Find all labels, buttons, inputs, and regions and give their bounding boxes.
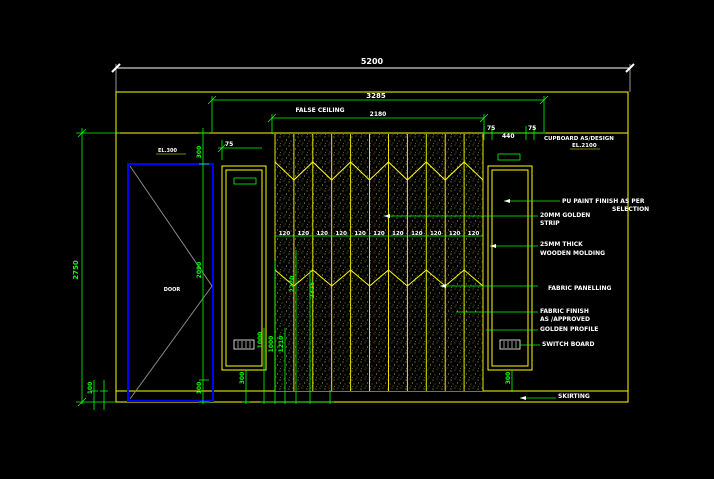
door: DOOR [127, 163, 214, 402]
ceiling-span-label: 3285 [366, 92, 386, 100]
overall-width-dimension: 5200 [111, 57, 635, 92]
module-label: 120 [411, 231, 423, 237]
right-gap-b-label: 75 [528, 125, 536, 132]
fabric-panelling [275, 134, 483, 391]
annotation-golden-profile: GOLDEN PROFILE [540, 326, 598, 333]
switch-height-b-label: 1000 [268, 336, 275, 353]
left-cupboard-base-label: 300 [239, 372, 246, 385]
right-top-dimensions [483, 126, 546, 140]
left-level-label: EL.300 [158, 148, 177, 154]
right-cupboard-base-label: 300 [505, 372, 512, 385]
annotation-fabric-panelling: FABRIC PANELLING [548, 285, 611, 292]
cupboard-ref-label: CUPBOARD AS/DESIGN [544, 136, 614, 142]
overall-width-label: 5200 [361, 57, 384, 66]
door-height-label: 2090 [196, 262, 203, 279]
annotation-fabric-finish-2: AS /APPROVED [540, 316, 590, 323]
door-head-label: 300 [196, 146, 203, 159]
module-label: 120 [279, 231, 291, 237]
module-label: 120 [354, 231, 366, 237]
right-switch-board-icon [499, 339, 521, 350]
skirting-height-label: 100 [87, 382, 94, 395]
annotation-golden-strip-2: STRIP [540, 220, 560, 227]
door-dimensions [199, 128, 209, 404]
annotation-pu-paint: PU PAINT FINISH AS PER [562, 198, 645, 205]
annotation-switch-board: SWITCH BOARD [542, 341, 595, 348]
panel-upper-label: 2220 [289, 276, 296, 293]
module-label: 120 [449, 231, 461, 237]
module-label: 120 [373, 231, 385, 237]
left-switch-board-icon [233, 339, 255, 350]
panel-dimensions [260, 250, 334, 404]
left-gap-dimension [217, 140, 262, 160]
annotation-leaders [384, 200, 560, 399]
cupboard-ref-level: EL.2100 [572, 143, 597, 149]
annotation-arrows [384, 199, 526, 400]
door-skirting-label: 100 [196, 382, 203, 395]
right-cupboard [487, 165, 533, 371]
switch-height-label: 1000 [257, 332, 264, 349]
right-gap-a-label: 75 [487, 125, 495, 132]
left-cupboard-base-dim [242, 370, 250, 404]
annotation-molding-2: WOODEN MOLDING [540, 250, 605, 257]
door-label: DOOR [164, 287, 181, 293]
left-gap-label: 75 [225, 141, 233, 148]
module-label: 120 [430, 231, 442, 237]
left-dimension-chain [76, 128, 120, 410]
module-label: 120 [392, 231, 404, 237]
panel-lower-b-label: 2325 [309, 282, 316, 299]
ceiling-dimensions [207, 95, 549, 134]
module-label: 120 [317, 231, 329, 237]
module-label: 120 [468, 231, 480, 237]
panel-lower-a-label: 1210 [278, 336, 285, 353]
module-label: 120 [335, 231, 347, 237]
overall-height-label: 2750 [72, 260, 80, 280]
annotation-golden-strip: 20MM GOLDEN [540, 212, 590, 219]
zigzag-line [274, 161, 484, 181]
annotation-fabric-finish: FABRIC FINISH [540, 308, 589, 315]
false-ceiling-label: FALSE CEILING [295, 107, 344, 114]
annotation-skirting: SKIRTING [558, 393, 590, 400]
annotation-molding: 25MM THICK [540, 241, 583, 248]
cupboard-width-label: 440 [502, 133, 515, 140]
module-labels: 120 120 120 120 120 120 120 120 120 120 120 [279, 231, 480, 237]
panel-span-label: 2180 [370, 111, 387, 118]
annotation-pu-paint-2: SELECTION [612, 206, 649, 213]
left-cupboard [221, 165, 267, 371]
module-label: 120 [298, 231, 310, 237]
